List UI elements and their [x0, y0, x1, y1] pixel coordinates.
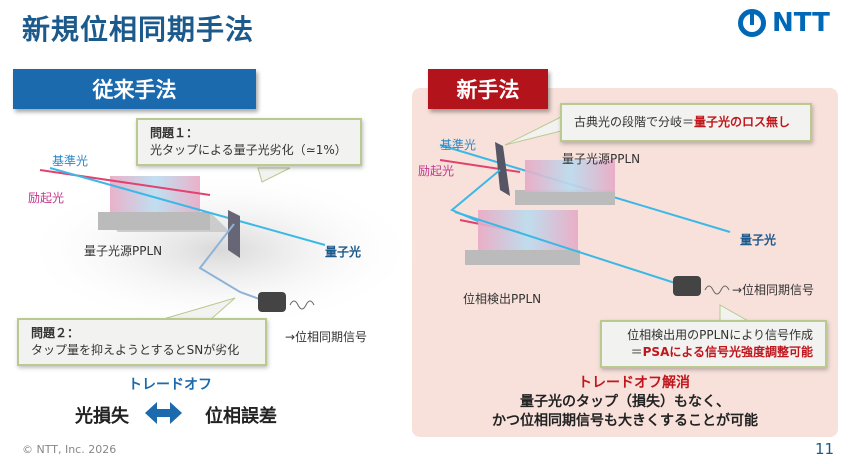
slide-title: 新規位相同期手法 [22, 13, 255, 46]
no-loss-highlight: 量子光のロス無し [694, 115, 791, 129]
conventional-method-header: 従来手法 [13, 69, 256, 109]
problem2-title: 問題２： [31, 326, 80, 340]
summary-line1: 量子光のタップ（損失）もなく、 [520, 394, 730, 410]
tap-beam [198, 223, 263, 301]
source-ppln-label: 量子光源PPLN [84, 244, 163, 258]
splitter-mirror [495, 142, 510, 196]
psa-callout: 位相検出用のPPLNにより信号作成 ＝PSAによる信号光強度調整可能 [600, 320, 827, 368]
new-method-header: 新手法 [428, 69, 548, 109]
callout1-pointer [257, 167, 291, 183]
phase-sync-signal-label: →位相同期信号 [285, 330, 368, 344]
source-ppln-label-right: 量子光源PPLN [562, 152, 641, 166]
quantum-light-label: 量子光 [325, 245, 362, 259]
detector-ppln-label: 位相検出PPLN [463, 292, 542, 306]
quantum-light-label-right: 量子光 [740, 233, 777, 247]
double-arrow-icon [145, 402, 182, 424]
reference-light-label-right: 基準光 [440, 138, 477, 152]
no-loss-text: 古典光の段階で分岐＝ [574, 115, 695, 129]
signal-wave-right [704, 285, 730, 295]
ntt-logo-icon [738, 9, 766, 37]
psa-line1: 位相検出用のPPLNにより信号作成 [627, 328, 813, 342]
phase-detector-crystal [465, 210, 580, 265]
left-source-crystal [98, 176, 230, 232]
phase-error-label: 位相誤差 [205, 406, 277, 427]
callout3-pointer [504, 114, 566, 146]
detector-beam [454, 211, 676, 284]
problem1-title: 問題１： [150, 126, 199, 140]
summary-line2: かつ位相同期信号も大きくすることが可能 [492, 413, 758, 429]
psa-highlight: PSAによる信号光強度調整可能 [642, 345, 813, 359]
problem2-text: タップ量を抑えようとするとSNが劣化 [31, 343, 240, 357]
problem2-callout: 問題２： タップ量を抑えようとするとSNが劣化 [17, 318, 267, 366]
ntt-logo: NTT [738, 8, 830, 38]
right-source-crystal [515, 160, 615, 205]
tap-mirror [228, 210, 240, 258]
optical-loss-label: 光損失 [75, 406, 129, 427]
psa-prefix: ＝ [630, 345, 643, 359]
photodetector-left [258, 292, 286, 312]
quantum-beam-left [49, 167, 326, 246]
pump-light-label-right: 励起光 [418, 164, 455, 178]
problem1-text: 光タップによる量子光劣化（≃1%） [150, 143, 347, 157]
page-number: 11 [815, 440, 835, 458]
reference-light-label: 基準光 [52, 154, 89, 168]
no-loss-callout: 古典光の段階で分岐＝量子光のロス無し [560, 103, 812, 142]
phase-sync-signal-label-right: →位相同期信号 [732, 283, 815, 297]
pump-beam-right [439, 159, 521, 173]
copyright: © NTT, Inc. 2026 [22, 443, 117, 456]
logo-text: NTT [772, 8, 830, 38]
pump-light-label: 励起光 [28, 191, 65, 205]
photodetector-right [673, 276, 701, 296]
tradeoff-resolved-label: トレードオフ解消 [578, 375, 690, 391]
signal-wave-left [289, 300, 315, 310]
tradeoff-label: トレードオフ [128, 377, 212, 393]
problem1-callout: 問題１： 光タップによる量子光劣化（≃1%） [136, 118, 362, 166]
